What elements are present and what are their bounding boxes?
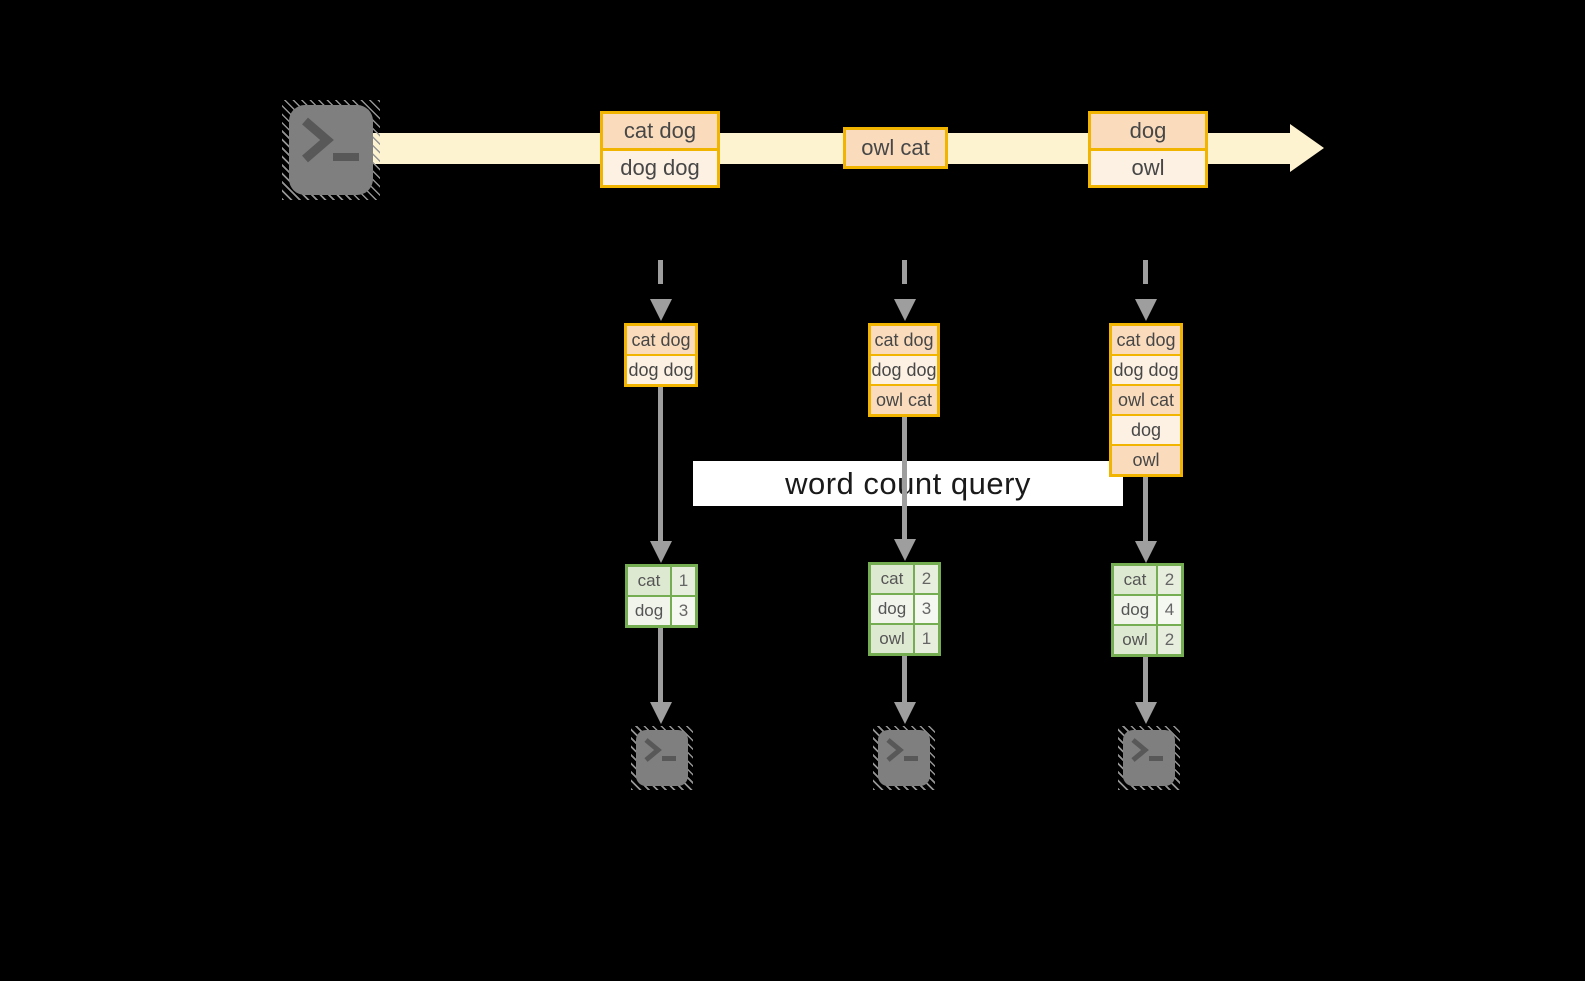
count-value: 4 <box>1158 596 1181 624</box>
word-count-query-text: word count query <box>785 465 1031 501</box>
output-arrow-line <box>658 628 663 703</box>
dashed-arrow-line <box>658 260 663 284</box>
count-value: 3 <box>672 597 695 625</box>
record-row: dog <box>1112 414 1180 444</box>
query-arrow-head <box>650 541 672 563</box>
count-word: cat <box>1114 566 1158 594</box>
dashed-arrow-head <box>650 299 672 321</box>
prompt-icon <box>302 117 359 163</box>
query-arrow-line <box>1143 477 1148 541</box>
terminal-window <box>878 730 930 786</box>
record-row: cat dog <box>1112 326 1180 354</box>
query-arrow-line <box>658 387 663 544</box>
record-row: dog dog <box>871 354 937 384</box>
count-word: dog <box>628 597 672 625</box>
record-row: cat dog <box>871 326 937 354</box>
prompt-icon <box>886 738 918 762</box>
count-value: 1 <box>672 567 695 595</box>
stream-batch: owl cat <box>843 127 948 169</box>
count-value: 3 <box>915 595 938 623</box>
terminal-sink-icon <box>873 726 935 790</box>
output-arrow-head <box>894 702 916 724</box>
query-arrow-head <box>1135 541 1157 563</box>
terminal-window <box>1123 730 1175 786</box>
prompt-icon <box>1131 738 1163 762</box>
record-row: dog dog <box>627 354 695 384</box>
record-row: dog dog <box>1112 354 1180 384</box>
query-arrow-head <box>894 539 916 561</box>
output-arrow-line <box>1143 657 1148 703</box>
count-word: cat <box>871 565 915 593</box>
record-row: owl <box>1091 148 1205 185</box>
terminal-source-icon <box>282 100 380 200</box>
record-row: owl <box>1112 444 1180 474</box>
dashed-arrow-head <box>1135 299 1157 321</box>
terminal-sink-icon <box>631 726 693 790</box>
dashed-arrow-line <box>1143 260 1148 284</box>
record-row: owl cat <box>871 384 937 414</box>
record-row: dog dog <box>603 148 717 185</box>
record-row: dog <box>1091 114 1205 148</box>
terminal-window <box>636 730 688 786</box>
count-value: 2 <box>915 565 938 593</box>
count-word: owl <box>1114 626 1158 654</box>
record-row: cat dog <box>603 114 717 148</box>
stream-arrow-head <box>1290 124 1324 172</box>
dashed-arrow-line <box>902 260 907 284</box>
count-word: dog <box>1114 596 1158 624</box>
word-count-query-label: word count query <box>693 461 1123 506</box>
count-value: 1 <box>915 625 938 653</box>
output-arrow-head <box>1135 702 1157 724</box>
record-row: owl cat <box>846 130 945 166</box>
dashed-arrow-head <box>894 299 916 321</box>
terminal-window <box>289 105 373 195</box>
query-arrow-line <box>902 417 907 540</box>
terminal-sink-icon <box>1118 726 1180 790</box>
record-row: owl cat <box>1112 384 1180 414</box>
count-word: cat <box>628 567 672 595</box>
record-row: cat dog <box>627 326 695 354</box>
output-arrow-head <box>650 702 672 724</box>
count-word: dog <box>871 595 915 623</box>
count-value: 2 <box>1158 566 1181 594</box>
count-word: owl <box>871 625 915 653</box>
prompt-icon <box>644 738 676 762</box>
output-arrow-line <box>902 656 907 703</box>
count-value: 2 <box>1158 626 1181 654</box>
